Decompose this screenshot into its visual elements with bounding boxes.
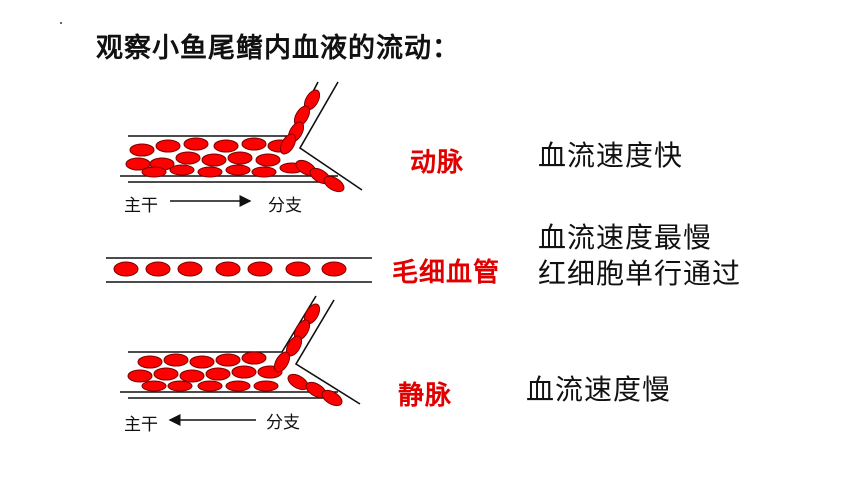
- capillary-blood-cells: [113, 261, 347, 277]
- vein-name: 静脉: [398, 381, 453, 411]
- artery-branch-label: 分支: [268, 196, 302, 216]
- artery-blood-cells: [125, 89, 345, 193]
- vein-diagram: [120, 295, 361, 426]
- vein-blood-cells: [127, 303, 343, 407]
- capillary-description-line2: 红细胞单行通过: [538, 257, 742, 290]
- artery-description: 血流速度快: [538, 139, 684, 172]
- page-title: 观察小鱼尾鳍内血液的流动：: [96, 33, 460, 64]
- artery-trunk-label: 主干: [124, 196, 158, 216]
- stray-dot: [60, 22, 62, 24]
- capillary-description-line1: 血流速度最慢: [538, 221, 713, 254]
- vein-branch-label: 分支: [266, 413, 300, 433]
- capillary-name: 毛细血管: [392, 258, 501, 288]
- artery-diagram: [120, 81, 363, 207]
- vein-trunk-label: 主干: [124, 415, 158, 435]
- capillary-diagram: [106, 257, 372, 283]
- artery-name: 动脉: [410, 148, 465, 178]
- vein-description: 血流速度慢: [526, 373, 672, 406]
